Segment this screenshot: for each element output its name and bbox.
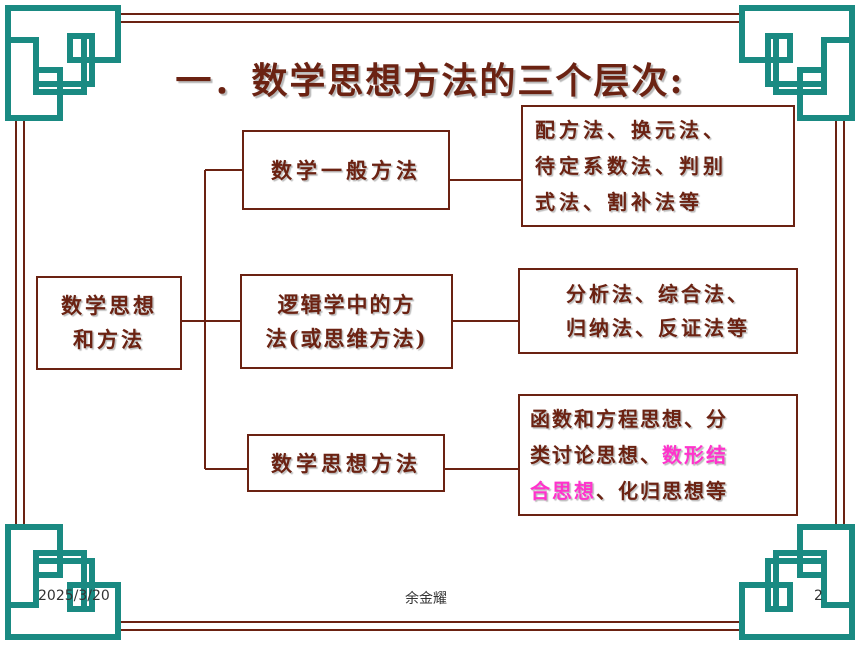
page-title: 一．数学思想方法的三个层次: — [175, 60, 685, 102]
node-general-method-label: 数学一般方法 — [271, 158, 421, 183]
node-logic-line2: 法(或思维方法) — [265, 325, 428, 351]
root-node-line1: 数学思想 — [61, 293, 157, 318]
detail-general-line3: 式法、割补法等 — [535, 190, 703, 214]
detail-math-thinking: 函数和方程思想、分 类讨论思想、数形结 合思想、化归思想等 — [518, 394, 798, 516]
detail-thinking-highlight-1: 数形结 — [662, 443, 728, 467]
detail-general-method: 配方法、换元法、 待定系数法、判别 式法、割补法等 — [521, 105, 795, 227]
detail-general-line1: 配方法、换元法、 — [535, 118, 727, 142]
detail-general-line2: 待定系数法、判别 — [535, 154, 727, 178]
node-logic-line1: 逻辑学中的方 — [277, 291, 416, 317]
detail-thinking-line3: 合思想、化归思想等 — [530, 473, 728, 509]
footer-date: 2025/3/20 — [38, 588, 110, 604]
detail-thinking-highlight-2: 合思想 — [530, 479, 596, 503]
root-node-line2: 和方法 — [73, 327, 145, 352]
footer-page-number: 2 — [814, 588, 823, 604]
detail-logic-line1: 分析法、综合法、 — [566, 282, 750, 306]
detail-thinking-line2: 类讨论思想、数形结 — [530, 437, 728, 473]
footer-author: 余金耀 — [405, 591, 447, 607]
detail-logic-line2: 归纳法、反证法等 — [566, 316, 750, 340]
root-node: 数学思想 和方法 — [36, 276, 182, 370]
detail-thinking-line3-plain: 、化归思想等 — [596, 479, 728, 503]
detail-thinking-line2-plain: 类讨论思想、 — [530, 443, 662, 467]
node-math-thinking-label: 数学思想方法 — [271, 451, 421, 476]
node-general-method: 数学一般方法 — [242, 130, 450, 210]
detail-thinking-line1: 函数和方程思想、分 — [530, 407, 728, 431]
detail-logic-method: 分析法、综合法、 归纳法、反证法等 — [518, 268, 798, 354]
node-math-thinking: 数学思想方法 — [247, 434, 445, 492]
node-logic-method: 逻辑学中的方 法(或思维方法) — [240, 274, 453, 369]
